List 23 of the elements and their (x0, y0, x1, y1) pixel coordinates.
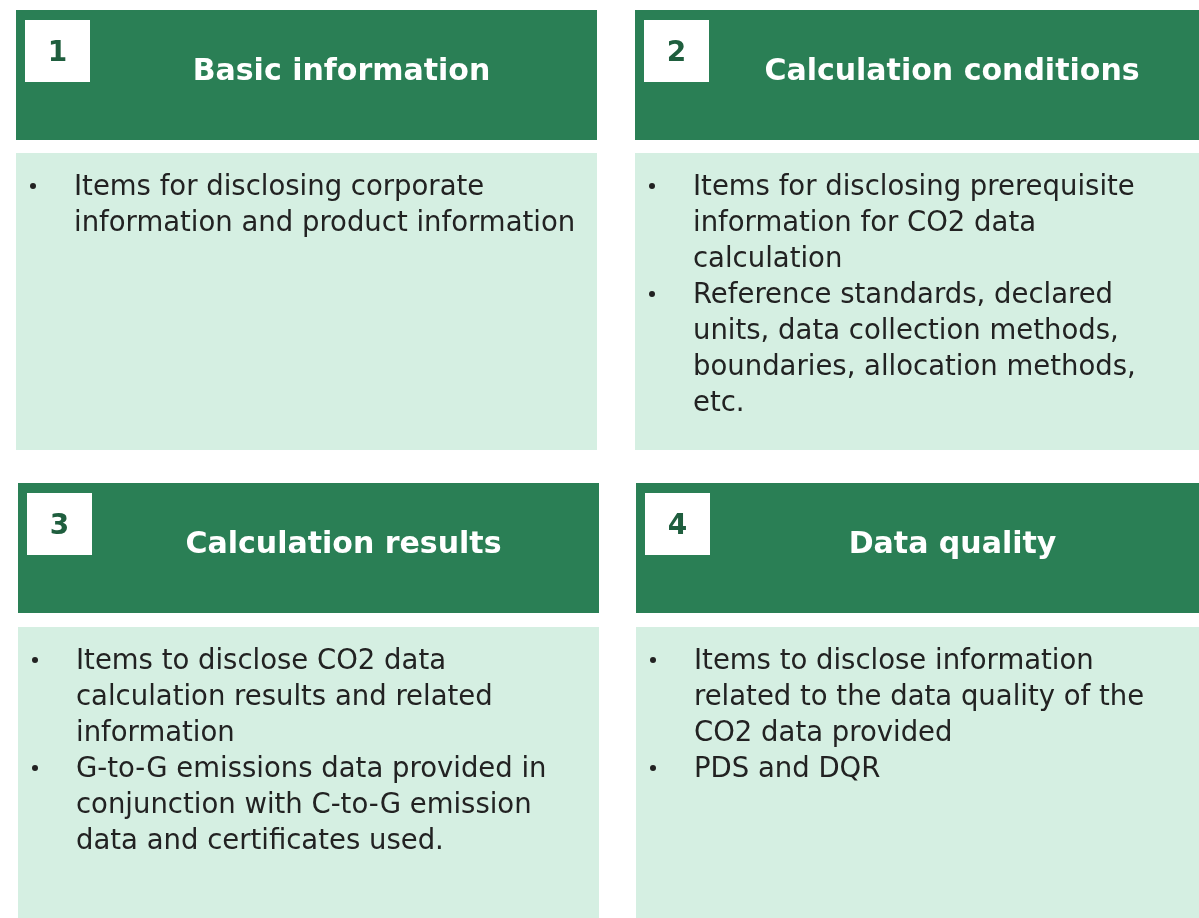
card-body (635, 153, 1199, 450)
card-body (16, 153, 597, 450)
number-badge: 2 (644, 20, 709, 82)
header-band (18, 483, 599, 613)
number-badge: 4 (645, 493, 710, 555)
card-title: Calculation results (184, 525, 503, 560)
bullet-item: Items for disclosing prerequisite information for CO2 data calculation (693, 168, 1136, 275)
bullet-item: G-to-G emissions data provided in conjunction with C-to-G emission data and certificates used. (76, 750, 548, 857)
card-title: Data quality (847, 525, 1058, 560)
header-band (636, 483, 1199, 613)
card-title: Calculation conditions (763, 52, 1141, 87)
bullet-item: PDS and DQR (694, 750, 882, 785)
number-badge: 1 (25, 20, 90, 82)
bullet-item: Items for disclosing corporate information and product information (74, 168, 577, 239)
card-body (636, 627, 1199, 918)
bullet-item: Items to disclose CO2 data calculation results and related information (76, 642, 494, 749)
header-band (16, 10, 597, 140)
card-body (18, 627, 599, 918)
number-badge: 3 (27, 493, 92, 555)
header-band (635, 10, 1199, 140)
bullet-item: Reference standards, declared units, data collection methods, boundaries, allocation methods, etc. (693, 276, 1137, 419)
bullet-item: Items to disclose information related to the data quality of the CO2 data provided (694, 642, 1146, 749)
card-title: Basic information (191, 52, 492, 87)
